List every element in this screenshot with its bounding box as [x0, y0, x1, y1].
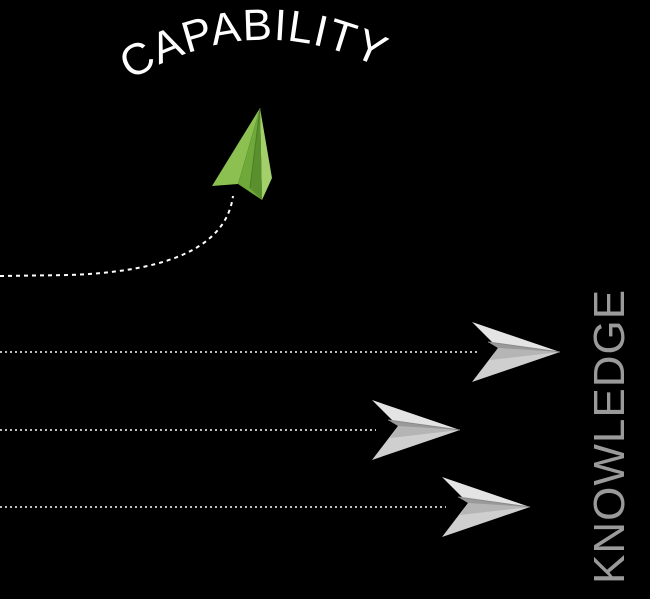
capability-title: CAPABILITY — [112, 0, 395, 89]
capability-title-text: CAPABILITY — [112, 0, 394, 89]
paper-plane-icon — [442, 477, 531, 537]
paper-plane-icon — [372, 400, 461, 460]
rising-trail — [0, 195, 234, 277]
knowledge-label: KNOWLEDGE — [585, 289, 634, 584]
paper-plane-icon — [472, 322, 561, 382]
paper-plane-icon — [212, 107, 272, 200]
